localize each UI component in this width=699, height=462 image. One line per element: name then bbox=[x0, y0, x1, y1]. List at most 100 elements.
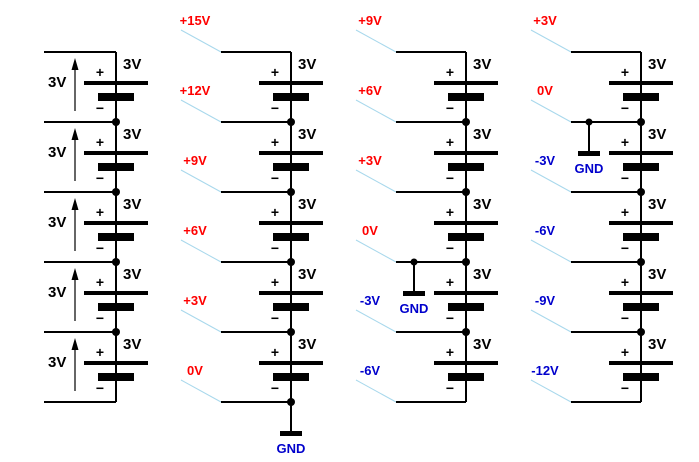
tap-voltage-label: -6V bbox=[360, 363, 381, 378]
minus-sign: − bbox=[621, 100, 629, 116]
source-arrow-head bbox=[71, 338, 79, 350]
minus-sign: − bbox=[446, 170, 454, 186]
source-arrow-head bbox=[71, 268, 79, 280]
battery-negative-plate bbox=[98, 233, 134, 241]
cell-voltage-label: 3V bbox=[123, 126, 141, 143]
cell-voltage-label: 3V bbox=[123, 196, 141, 213]
cell-voltage-label: 3V bbox=[648, 196, 666, 213]
plus-sign: + bbox=[446, 344, 454, 360]
battery-positive-plate bbox=[84, 81, 148, 85]
battery-positive-plate bbox=[259, 221, 323, 225]
label-leader-line bbox=[355, 239, 397, 263]
battery-negative-plate bbox=[623, 373, 659, 381]
battery-positive-plate bbox=[434, 221, 498, 225]
label-leader-line bbox=[530, 309, 572, 333]
minus-sign: − bbox=[96, 240, 104, 256]
label-leader-line bbox=[530, 379, 572, 403]
plus-sign: + bbox=[96, 204, 104, 220]
cell-voltage-label: 3V bbox=[473, 126, 491, 143]
minus-sign: − bbox=[271, 170, 279, 186]
battery-positive-plate bbox=[259, 291, 323, 295]
junction-dot bbox=[462, 328, 470, 336]
plus-sign: + bbox=[446, 64, 454, 80]
battery-positive-plate bbox=[609, 81, 673, 85]
junction-dot bbox=[462, 118, 470, 126]
battery-positive-plate bbox=[609, 221, 673, 225]
label-leader-line bbox=[530, 29, 572, 53]
battery-negative-plate bbox=[448, 303, 484, 311]
battery-negative-plate bbox=[448, 233, 484, 241]
ground-symbol bbox=[578, 151, 600, 156]
cell-voltage-label: 3V bbox=[298, 336, 316, 353]
battery-negative-plate bbox=[448, 163, 484, 171]
source-voltage-label: 3V bbox=[48, 214, 66, 231]
source-voltage-label: 3V bbox=[48, 74, 66, 91]
tap-voltage-label: +3V bbox=[183, 293, 207, 308]
minus-sign: − bbox=[271, 380, 279, 396]
plus-sign: + bbox=[621, 274, 629, 290]
plus-sign: + bbox=[271, 204, 279, 220]
cell-voltage-label: 3V bbox=[298, 196, 316, 213]
label-leader-line bbox=[180, 309, 222, 333]
minus-sign: − bbox=[96, 100, 104, 116]
gnd-label: GND bbox=[575, 161, 604, 176]
junction-dot bbox=[637, 188, 645, 196]
tap-voltage-label: -3V bbox=[360, 293, 381, 308]
cell-voltage-label: 3V bbox=[298, 126, 316, 143]
battery-positive-plate bbox=[84, 291, 148, 295]
tap-voltage-label: 0V bbox=[362, 223, 378, 238]
battery-positive-plate bbox=[609, 151, 673, 155]
plus-sign: + bbox=[446, 204, 454, 220]
plus-sign: + bbox=[446, 274, 454, 290]
plus-sign: + bbox=[621, 134, 629, 150]
junction-dot bbox=[287, 258, 295, 266]
cell-voltage-label: 3V bbox=[473, 266, 491, 283]
junction-dot bbox=[287, 118, 295, 126]
plus-sign: + bbox=[96, 134, 104, 150]
minus-sign: − bbox=[446, 100, 454, 116]
battery-negative-plate bbox=[623, 233, 659, 241]
junction-dot bbox=[112, 118, 120, 126]
battery-positive-plate bbox=[609, 291, 673, 295]
source-arrow-head bbox=[71, 198, 79, 210]
tap-voltage-label: +15V bbox=[180, 13, 211, 28]
battery-positive-plate bbox=[259, 81, 323, 85]
cell-voltage-label: 3V bbox=[648, 266, 666, 283]
source-voltage-label: 3V bbox=[48, 144, 66, 161]
source-arrow-head bbox=[71, 58, 79, 70]
tap-voltage-label: -9V bbox=[535, 293, 556, 308]
battery-negative-plate bbox=[623, 163, 659, 171]
tap-voltage-label: +6V bbox=[183, 223, 207, 238]
battery-positive-plate bbox=[84, 151, 148, 155]
minus-sign: − bbox=[621, 380, 629, 396]
cell-voltage-label: 3V bbox=[473, 56, 491, 73]
minus-sign: − bbox=[621, 310, 629, 326]
cell-voltage-label: 3V bbox=[123, 56, 141, 73]
label-leader-line bbox=[355, 379, 397, 403]
battery-positive-plate bbox=[434, 291, 498, 295]
plus-sign: + bbox=[96, 274, 104, 290]
battery-negative-plate bbox=[98, 303, 134, 311]
minus-sign: − bbox=[271, 240, 279, 256]
minus-sign: − bbox=[271, 100, 279, 116]
minus-sign: − bbox=[271, 310, 279, 326]
junction-dot bbox=[287, 188, 295, 196]
battery-positive-plate bbox=[259, 361, 323, 365]
ground-symbol bbox=[280, 431, 302, 436]
minus-sign: − bbox=[446, 240, 454, 256]
battery-negative-plate bbox=[448, 93, 484, 101]
junction-dot bbox=[637, 118, 645, 126]
minus-sign: − bbox=[621, 170, 629, 186]
battery-positive-plate bbox=[84, 221, 148, 225]
battery-positive-plate bbox=[434, 361, 498, 365]
tap-voltage-label: -3V bbox=[535, 153, 556, 168]
stack-ground-top: +−3V+−3V+−3V+−3V+−3V+3V0V-3V-6V-9V-12VGN… bbox=[530, 13, 673, 403]
label-leader-line bbox=[355, 309, 397, 333]
battery-negative-plate bbox=[623, 93, 659, 101]
battery-negative-plate bbox=[273, 93, 309, 101]
plus-sign: + bbox=[621, 64, 629, 80]
battery-negative-plate bbox=[273, 303, 309, 311]
